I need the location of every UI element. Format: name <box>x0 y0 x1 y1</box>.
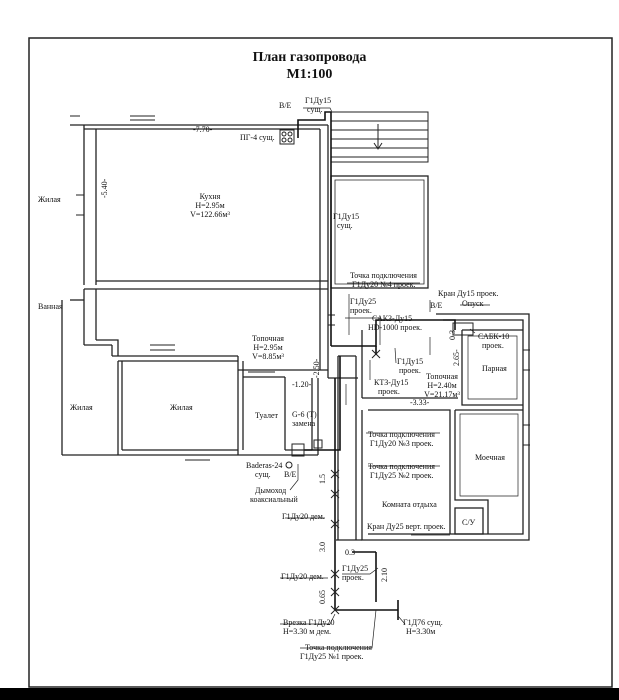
label-opusk: Опуск <box>462 299 484 308</box>
sheet-frame <box>28 37 613 688</box>
label-g6-b: замена <box>292 419 316 428</box>
label-tp4-b: Г1Ду20 №4 проек. <box>352 280 416 289</box>
room-furnace-volume: V=8.85м³ <box>252 352 284 361</box>
dim-pipe-210: 2.10 <box>380 568 389 582</box>
room-wc: С/У <box>462 518 476 527</box>
label-sabk-b: проек. <box>482 341 504 350</box>
equipment <box>279 129 474 469</box>
label-tp3-a: Точка подключения <box>368 430 435 439</box>
room-bathroom: Ванная <box>38 302 63 311</box>
label-sabk-a: САБК-10 <box>478 332 510 341</box>
house-walls <box>61 124 358 456</box>
room-steam: Парная <box>482 364 507 373</box>
label-g1du25-b: проек. <box>350 306 372 315</box>
label-sakz-a: САКЗ-Ду15 <box>372 314 413 323</box>
label-ve-bottom: В/Е <box>284 470 297 479</box>
label-ktz-b: проек. <box>378 387 400 396</box>
sabk-valve <box>452 322 474 336</box>
label-ve-right: В/Е <box>430 301 443 310</box>
label-kran25: Кран Ду25 верт. проек. <box>367 522 446 531</box>
label-sakz-b: HD-1000 проек. <box>368 323 423 332</box>
windows <box>70 115 335 461</box>
room-furnace-height: H=2.95м <box>253 343 283 352</box>
label-g1du76-a: Г1Д76 сущ. <box>403 618 443 627</box>
room-kitchen-name: Кухня <box>199 192 221 201</box>
label-g6-a: G-6 (Т) <box>292 410 317 419</box>
room-living-left-bottom: Жилая <box>70 403 93 412</box>
label-sush-mid: сущ. <box>337 221 353 230</box>
leader-lines <box>280 107 490 649</box>
label-tp1-a: Точка подключения <box>305 643 372 652</box>
room-kitchen-height: H=2.95м <box>195 201 225 210</box>
room-washing: Моечная <box>475 453 505 462</box>
dim-furnace-depth: -2.50- <box>312 358 321 378</box>
room-furnace-right-name: Топочная <box>426 372 458 381</box>
room-kitchen-volume: V=122.66м³ <box>190 210 230 219</box>
label-tp2-a: Точка подключения <box>368 462 435 471</box>
label-ve-top: В/Е <box>279 101 292 110</box>
annex-windows <box>418 349 530 541</box>
boiler-baderas <box>291 443 305 457</box>
label-vrezka-a: Врезка Г1Ду20 <box>283 618 335 627</box>
stove-pg4 <box>279 129 295 145</box>
label-g1du15-pr-b: проек. <box>399 366 421 375</box>
dim-furnace-right-width: -3.33- <box>410 398 430 407</box>
label-pg4: ПГ-4 сущ. <box>240 133 275 142</box>
room-rest: Комната отдыха <box>382 500 437 509</box>
label-baderas-b: сущ. <box>255 470 271 479</box>
room-furnace-right-height: H=2.40м <box>427 381 457 390</box>
room-living-center: Жилая <box>170 403 193 412</box>
label-vrezka-b: Н=3.30 м дем. <box>283 627 332 636</box>
label-g1du15-mid: Г1Ду15 <box>333 212 360 221</box>
label-g1du15-pr-a: Г1Ду15 <box>397 357 424 366</box>
meter-g6 <box>313 439 323 449</box>
label-g1du20-dem2: Г1Ду20 дем. <box>281 572 324 581</box>
plan-title: План газопровода <box>252 50 367 65</box>
dim-pipe-30: 3.0 <box>318 542 327 552</box>
dim-furnace-width: -1.20- <box>292 380 312 389</box>
dim-pipe-15: 1.5 <box>318 474 327 484</box>
label-tp4-a: Точка подключения <box>350 271 417 280</box>
room-toilet: Туалет <box>255 411 279 420</box>
dim-kitchen-width: -7.70- <box>193 125 213 134</box>
label-ktz-a: КТЗ-Ду15 <box>374 378 409 387</box>
label-kran15: Кран Ду15 проек. <box>438 289 499 298</box>
dim-pipe-03a: 0.3 <box>448 330 457 340</box>
dim-kitchen-depth: -5.40- <box>100 178 109 198</box>
dim-pipe-065: 0.65 <box>318 590 327 604</box>
label-g1du25-low-a: Г1Ду25 <box>342 564 369 573</box>
room-furnace-name: Топочная <box>252 334 284 343</box>
gas-pipeline <box>297 111 456 620</box>
room-furnace-right-volume: V=21.17м³ <box>424 390 460 399</box>
label-g1du20-dem1: Г1Ду20 дем. <box>282 512 325 521</box>
label-tp1-b: Г1Ду25 №1 проек. <box>300 652 364 661</box>
label-tp3-b: Г1Ду20 №3 проек. <box>370 439 434 448</box>
label-g1du15-top: Г1Ду15 <box>305 96 332 105</box>
label-g1du25-low-b: проек. <box>342 573 364 582</box>
plan-scale: М1:100 <box>286 67 333 82</box>
pipe-supports <box>330 349 381 615</box>
label-tp2-b: Г1Ду25 №2 проек. <box>370 471 434 480</box>
annex-walls <box>330 175 530 541</box>
dim-steam-depth: 2.65- <box>452 349 461 366</box>
label-chimney-a: Дымоход <box>255 486 287 495</box>
label-g1du25-a: Г1Ду25 <box>350 297 377 306</box>
label-g1du76-b: Н=3.30м <box>406 627 436 636</box>
porch-steps <box>330 111 429 163</box>
label-baderas-a: Baderas-24 <box>246 461 283 470</box>
dim-pipe-03b: 0.3 <box>345 548 355 557</box>
room-living-left-top: Жилая <box>38 195 61 204</box>
label-sush-top: сущ. <box>307 105 323 114</box>
label-chimney-b: коаксиальный <box>250 495 298 504</box>
